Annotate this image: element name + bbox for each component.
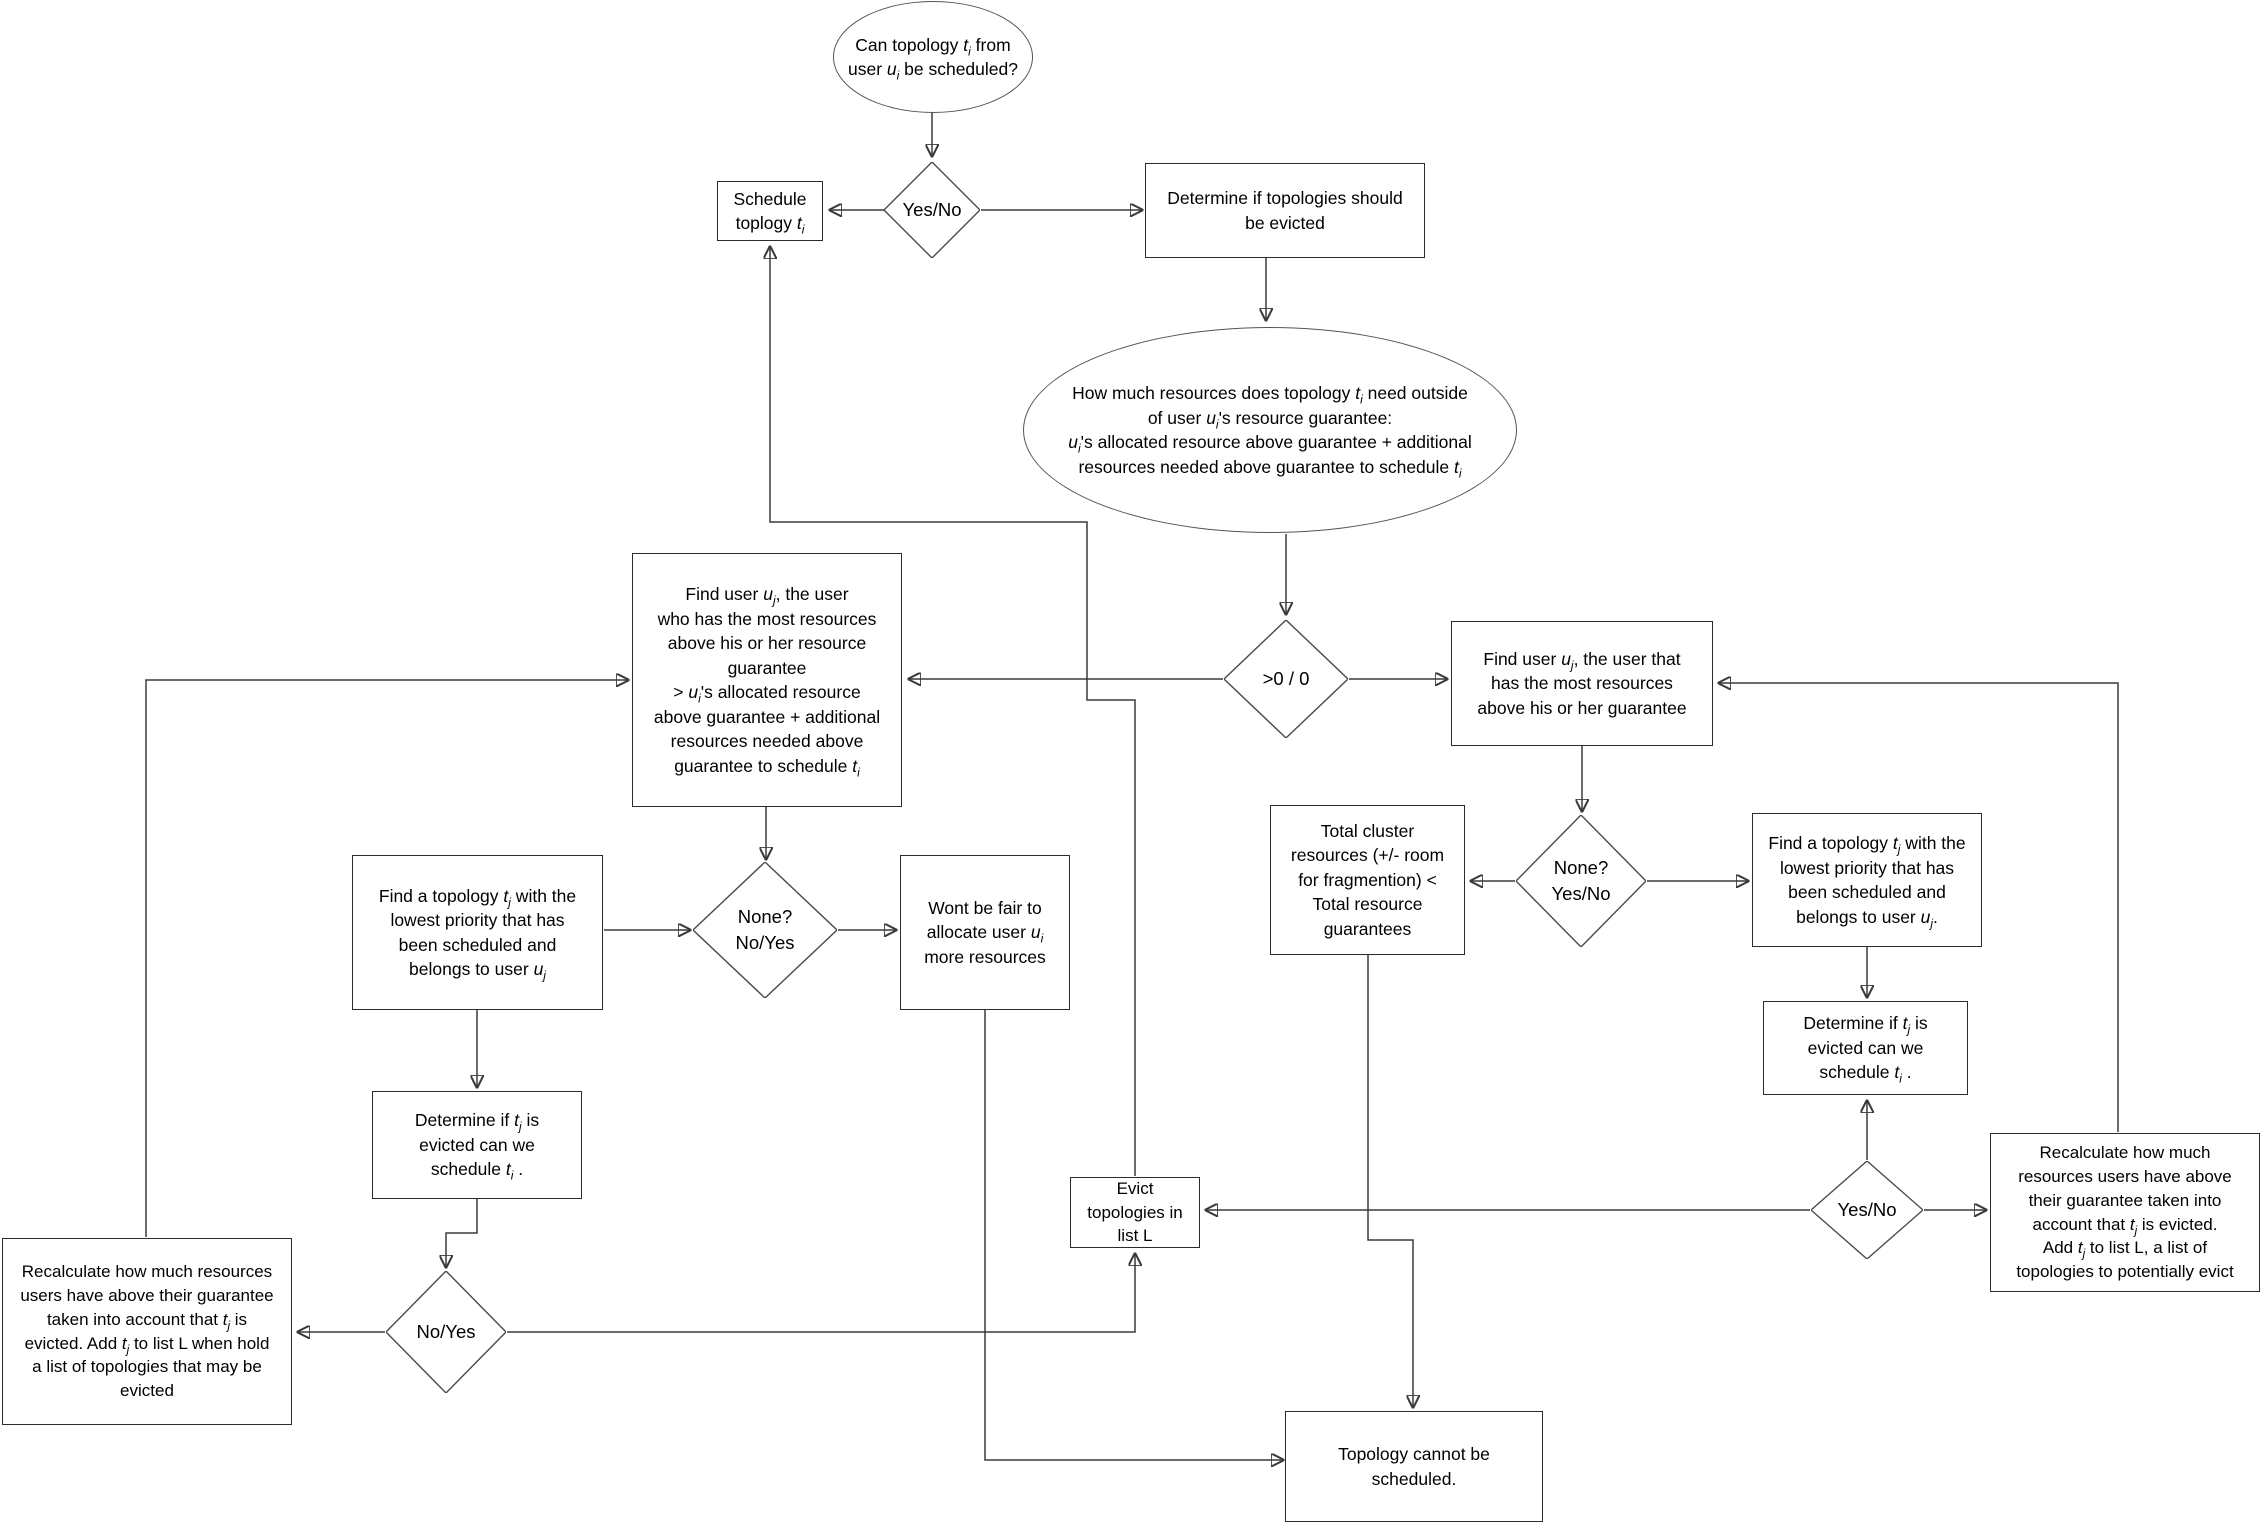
connector-recalc-left-to-find-user-left: [145, 680, 628, 1237]
resources-needed-label: How much resources does topology ti need…: [1068, 383, 1472, 480]
can-schedule-decision-label: Yes/No: [902, 199, 962, 221]
diamond-shape: [1224, 620, 1348, 738]
wont-be-fair-box: Wont be fair to allocate user ui more re…: [900, 855, 1070, 1010]
connector-evict-list-to-schedule: [770, 247, 1136, 1176]
can-schedule-decision: Yes/No: [884, 162, 980, 258]
above-zero-decision-label: >0 / 0: [1262, 668, 1310, 690]
recalculate-add-to-list-left-label: Recalculate how much resources users hav…: [20, 1262, 274, 1401]
resources-needed-ellipse: How much resources does topology ti need…: [1023, 327, 1517, 533]
evict-yes-no-decision-label: Yes/No: [1837, 1199, 1897, 1221]
cannot-schedule-label: Topology cannot be scheduled.: [1338, 1444, 1490, 1489]
start-ellipse: Can topology ti from user ui be schedule…: [833, 1, 1033, 113]
diamond-shape: [693, 862, 837, 998]
find-lowest-priority-topology-right-label: Find a topology tj with the lowest prior…: [1768, 833, 1966, 930]
connector-no-yes-to-evict-list: [507, 1254, 1135, 1333]
wont-be-fair-label: Wont be fair to allocate user ui more re…: [924, 897, 1046, 967]
no-yes-decision: No/Yes: [386, 1271, 506, 1393]
evict-topologies-box: Evict topologies in list L: [1070, 1177, 1200, 1248]
determine-evict-schedule-left-label: Determine if tj is evicted can we schedu…: [414, 1110, 540, 1183]
connector-determine-left-to-no-yes: [446, 1199, 478, 1267]
no-yes-decision-label: No/Yes: [416, 1321, 476, 1343]
diamond-shape: [386, 1271, 506, 1393]
total-cluster-resources-box: Total cluster resources (+/- room for fr…: [1270, 805, 1465, 955]
none-no-yes-decision: None? No/Yes: [693, 862, 837, 998]
connector-recalc-right-to-find-user-right: [1719, 683, 2119, 1132]
determine-evict-schedule-right-box: Determine if tj is evicted can we schedu…: [1763, 1001, 1968, 1095]
find-user-most-above-guarantee-box: Find user uj, the user who has the most …: [632, 553, 902, 807]
determine-eviction-label: Determine if topologies should be evicte…: [1167, 188, 1403, 233]
find-lowest-priority-topology-left-box: Find a topology tj with the lowest prior…: [352, 855, 603, 1010]
start-ellipse-label: Can topology ti from user ui be schedule…: [847, 34, 1018, 83]
above-zero-decision: >0 / 0: [1224, 620, 1348, 738]
schedule-topology-label: Schedule toplogy ti: [733, 188, 807, 237]
find-user-above-guarantee-label: Find user uj, the user that has the most…: [1477, 648, 1687, 718]
none-yes-no-decision-label: None? Yes/No: [1551, 857, 1611, 904]
recalculate-add-to-list-left-box: Recalculate how much resources users hav…: [2, 1238, 292, 1425]
determine-evict-schedule-right-label: Determine if tj is evicted can we schedu…: [1803, 1013, 1928, 1086]
diamond-shape: [1811, 1161, 1923, 1259]
evict-yes-no-decision: Yes/No: [1811, 1161, 1923, 1259]
connector-wont-be-fair-to-cannot-schedule: [984, 1010, 1283, 1460]
find-lowest-priority-topology-right-box: Find a topology tj with the lowest prior…: [1752, 813, 1982, 947]
determine-evict-schedule-left-box: Determine if tj is evicted can we schedu…: [372, 1091, 582, 1199]
evict-topologies-label: Evict topologies in list L: [1087, 1178, 1183, 1246]
none-no-yes-decision-label: None? No/Yes: [735, 906, 795, 953]
schedule-topology-box: Schedule toplogy ti: [717, 181, 823, 241]
diamond-shape: [1516, 815, 1646, 947]
recalculate-add-to-list-right-box: Recalculate how much resources users hav…: [1990, 1133, 2260, 1292]
find-user-most-above-guarantee-label: Find user uj, the user who has the most …: [653, 584, 881, 779]
connector-total-cluster-to-cannot-schedule: [1367, 955, 1413, 1407]
find-user-above-guarantee-box: Find user uj, the user that has the most…: [1451, 621, 1713, 746]
determine-eviction-box: Determine if topologies should be evicte…: [1145, 163, 1425, 258]
find-lowest-priority-topology-left-label: Find a topology tj with the lowest prior…: [378, 885, 577, 983]
cannot-schedule-box: Topology cannot be scheduled.: [1285, 1411, 1543, 1522]
recalculate-add-to-list-right-label: Recalculate how much resources users hav…: [2016, 1143, 2234, 1282]
none-yes-no-decision: None? Yes/No: [1516, 815, 1646, 947]
diamond-shape: [884, 162, 980, 258]
total-cluster-resources-label: Total cluster resources (+/- room for fr…: [1290, 820, 1445, 939]
